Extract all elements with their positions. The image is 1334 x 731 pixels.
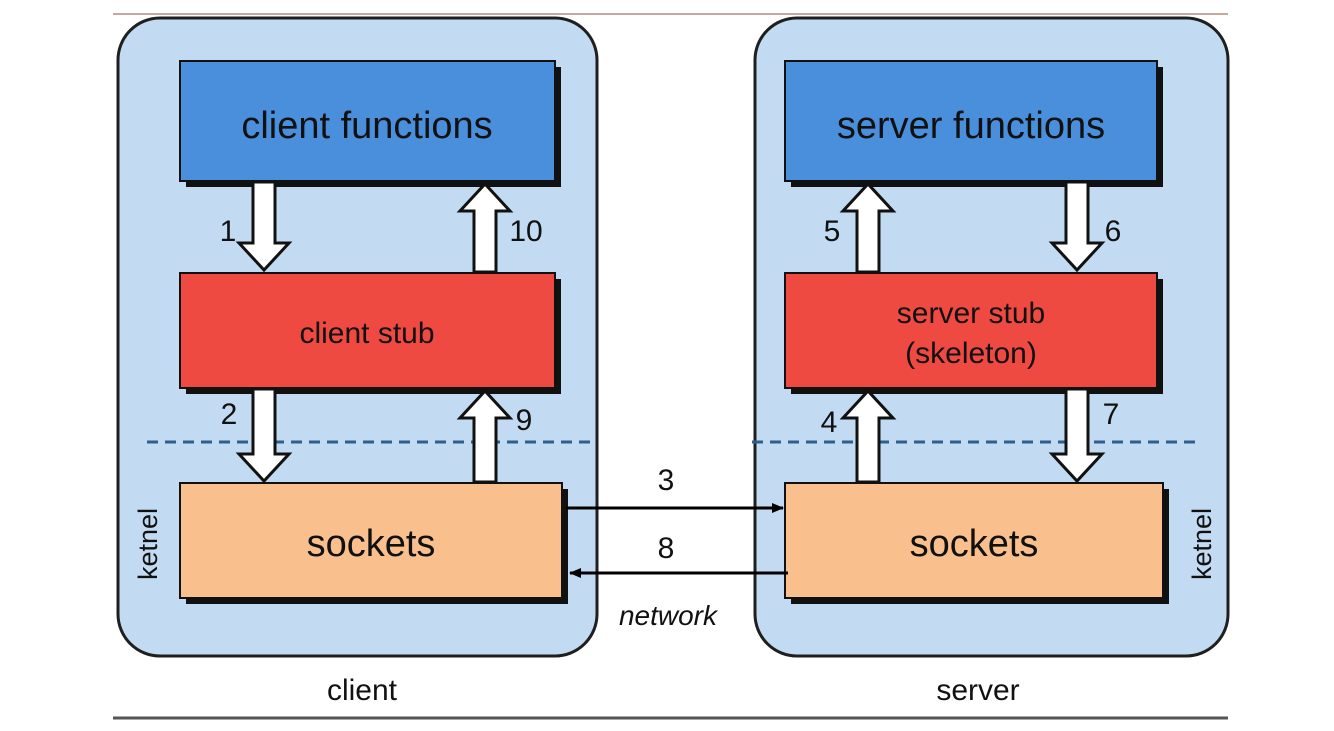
client-caption: client: [327, 674, 398, 707]
server-functions-box: [784, 60, 1158, 182]
step-8-label: 8: [658, 532, 675, 565]
server-panel: server functions server stub (skeleton) …: [752, 16, 1230, 707]
client-panel: client functions client stub sockets ket…: [116, 16, 599, 707]
server-sockets-box: [784, 482, 1164, 599]
step-9-label: 9: [516, 404, 533, 437]
arrow-step-5-icon: [839, 181, 897, 274]
arrow-step-1-icon: [235, 180, 293, 273]
client-functions-label: client functions: [241, 105, 492, 147]
server-kernel-label: ketnel: [1187, 508, 1217, 580]
client-functions-box: [179, 60, 556, 182]
arrow-step-10-icon: [456, 181, 514, 274]
arrow-step-6-icon: [1048, 180, 1106, 273]
server-functions-label: server functions: [837, 105, 1105, 147]
step-5-label: 5: [824, 215, 841, 248]
arrow-step-4-icon: [839, 388, 897, 484]
network-links: 3 8 network: [566, 464, 788, 631]
network-label: network: [619, 600, 719, 631]
client-stub-label: client stub: [299, 317, 434, 350]
step-1-label: 1: [220, 215, 237, 248]
server-caption: server: [936, 674, 1019, 707]
arrow-step-2-icon: [235, 387, 293, 484]
step-6-label: 6: [1105, 215, 1122, 248]
client-stub-box: [179, 272, 556, 389]
client-sockets-box: [179, 482, 563, 599]
step-10-label: 10: [509, 215, 542, 248]
step-4-label: 4: [821, 406, 838, 439]
arrow-step-7-icon: [1048, 387, 1106, 484]
client-kernel-label: ketnel: [133, 508, 163, 580]
step-7-label: 7: [1103, 398, 1120, 431]
step-3-label: 3: [658, 464, 675, 497]
server-stub-box: [784, 272, 1158, 389]
server-stub-label-line1: server stub: [897, 297, 1045, 330]
arrow-step-9-icon: [456, 388, 514, 484]
step-2-label: 2: [221, 398, 238, 431]
server-stub-label-line2: (skeleton): [905, 337, 1037, 370]
server-sockets-label: sockets: [910, 523, 1039, 565]
client-sockets-label: sockets: [307, 523, 436, 565]
